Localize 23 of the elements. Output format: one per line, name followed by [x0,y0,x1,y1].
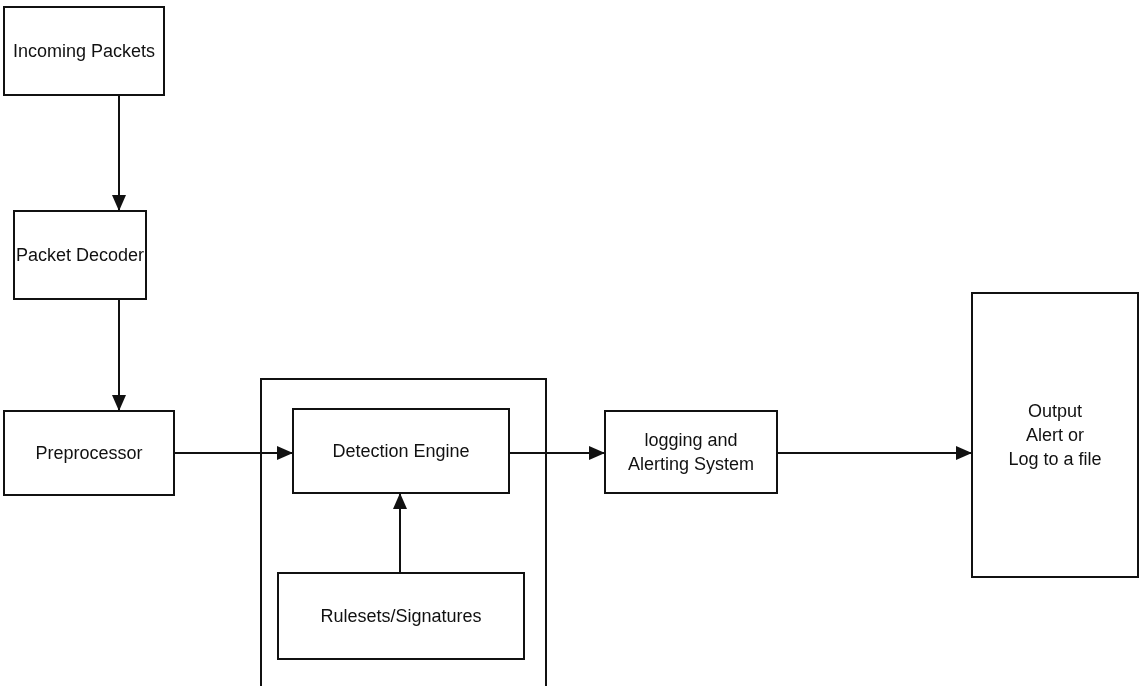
process-box [277,572,525,660]
box-label: Alert or [1026,423,1084,447]
box-label: Rulesets/Signatures [320,604,482,628]
process-box [292,408,510,494]
arrow [112,299,126,411]
process-box [3,410,175,496]
process-box [604,410,778,494]
arrow [777,446,972,460]
box-label: Log to a file [1008,448,1102,472]
arrow [509,446,605,460]
process-box [3,6,165,96]
process-box [13,210,147,300]
group-box [260,378,547,686]
arrow [174,446,293,460]
box-label: Detection Engine [332,439,470,463]
box-label: Output [1027,399,1082,423]
arrow [112,95,126,211]
box-label: Preprocessor [35,441,143,465]
box-label: Incoming Packets [12,39,156,63]
box-label: Packet Decoder [15,243,145,267]
arrow [393,493,407,573]
process-box [971,292,1139,578]
box-label: logging and Alerting System [626,428,755,476]
